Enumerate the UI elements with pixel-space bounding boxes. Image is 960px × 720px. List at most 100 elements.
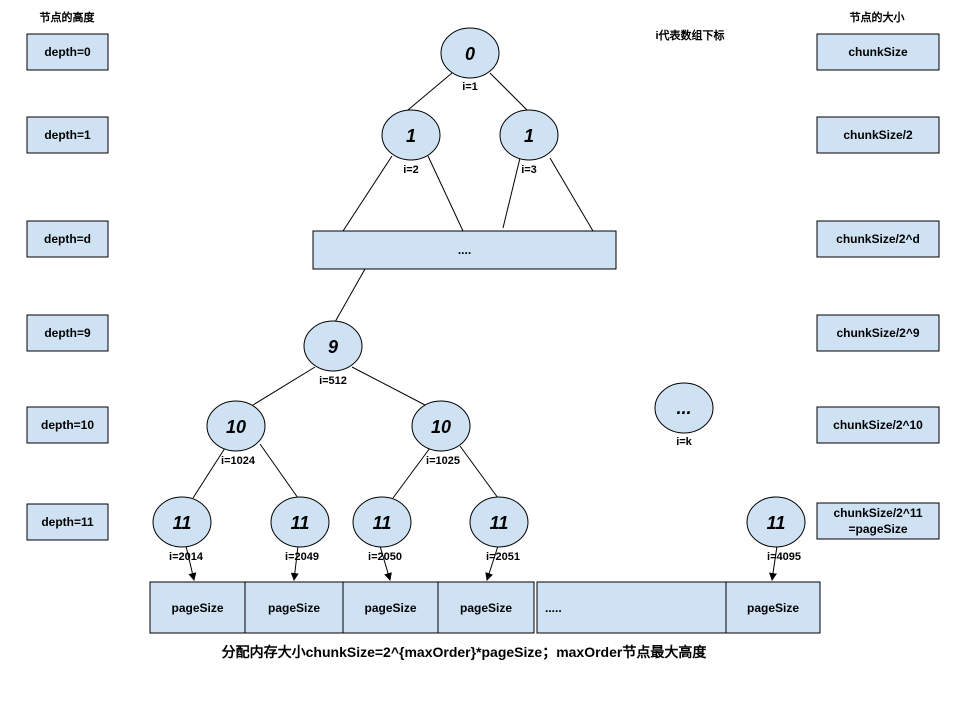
size-box [816, 220, 940, 258]
edge [427, 155, 464, 232]
edge [401, 72, 453, 116]
depth-box [26, 33, 109, 71]
depth-label: depth=10 [41, 418, 94, 432]
tree-node [270, 496, 330, 548]
right-header: 节点的大小 [850, 10, 905, 24]
edge [459, 445, 499, 499]
depth-box [26, 116, 109, 154]
node-index: i=1024 [221, 455, 256, 467]
node-index: i=2049 [285, 551, 319, 563]
size-column: chunkSize chunkSize/2 chunkSize/2^d chun… [816, 33, 940, 540]
edge [549, 157, 594, 232]
size-label: chunkSize/2^9 [836, 326, 919, 340]
node-index: i=1025 [426, 455, 460, 467]
size-box [816, 314, 940, 352]
depth-box [26, 220, 109, 258]
tree-node [352, 496, 412, 548]
edge [489, 72, 533, 116]
size-label: chunkSize/2^d [836, 232, 920, 246]
middle-box-label: .... [458, 243, 471, 257]
caption: 分配内存大小chunkSize=2^{maxOrder}*pageSize；ma… [222, 644, 708, 661]
size-box [816, 406, 940, 444]
node-value: 1 [524, 126, 534, 146]
edge [252, 366, 316, 406]
leaf-arrows [185, 545, 778, 581]
page-box [437, 581, 535, 634]
node-value: 10 [431, 417, 451, 437]
depth-label: depth=1 [44, 128, 91, 142]
tree-node [499, 109, 559, 161]
page-label: pageSize [460, 601, 512, 615]
edge [351, 366, 426, 406]
size-label-second-line: =pageSize [848, 522, 907, 536]
arrow [185, 545, 197, 581]
arrow [769, 545, 778, 581]
size-label: chunkSize/2^11 [833, 506, 922, 520]
edge [259, 443, 299, 499]
edge [502, 157, 521, 229]
size-label: chunkSize/2^10 [833, 418, 923, 432]
tree-node [381, 109, 441, 161]
center-header: i代表数组下标 [655, 28, 724, 42]
page-label: pageSize [268, 601, 320, 615]
tree-node [303, 320, 363, 372]
node-value: 1 [406, 126, 416, 146]
node-index: i=2051 [486, 551, 520, 563]
node-value: 11 [291, 513, 310, 533]
edge [192, 447, 226, 499]
node-value: 11 [173, 513, 192, 533]
node-index: i=2014 [169, 551, 204, 563]
node-index: i=2050 [368, 551, 402, 563]
node-value: 11 [767, 513, 786, 533]
edge [392, 447, 431, 499]
left-header: 节点的高度 [40, 10, 96, 24]
depth-label: depth=0 [44, 45, 91, 59]
tree-node [152, 496, 212, 548]
tree-node [206, 400, 266, 452]
tree-edges [192, 72, 594, 499]
node-index: i=4095 [767, 551, 801, 563]
node-value: 11 [373, 513, 392, 533]
arrow [485, 545, 499, 581]
tree-node [440, 27, 500, 79]
tree-node [746, 496, 806, 548]
size-box [816, 502, 940, 540]
node-index: i=512 [319, 375, 347, 387]
depth-label: depth=9 [44, 326, 91, 340]
arrow [379, 545, 392, 581]
node-index: i=1 [462, 81, 478, 93]
node-index: i=k [676, 436, 692, 448]
tree-node [654, 382, 714, 434]
node-index: i=3 [521, 164, 537, 176]
page-box [244, 581, 344, 634]
page-label: pageSize [747, 601, 799, 615]
depth-label: depth=11 [41, 515, 94, 529]
size-box [816, 33, 940, 71]
edge [334, 268, 366, 323]
depth-label: depth=d [44, 232, 91, 246]
page-label: pageSize [364, 601, 416, 615]
edge [342, 155, 393, 232]
node-value: 0 [465, 44, 475, 64]
middle-box [312, 230, 617, 270]
node-value: 11 [490, 513, 509, 533]
page-label: ..... [545, 601, 562, 615]
tree-node [411, 400, 471, 452]
arrow [290, 545, 299, 581]
page-box-ellipsis [536, 581, 727, 634]
tree-nodes: 0 i=1 1 i=2 1 i=3 9 i=512 10 i=1024 10 i… [152, 27, 806, 563]
depth-box [26, 406, 109, 444]
node-value: 10 [226, 417, 246, 437]
node-value: ... [676, 398, 691, 418]
node-index: i=2 [403, 164, 419, 176]
node-value: 9 [328, 337, 338, 357]
size-box [816, 116, 940, 154]
depth-box [26, 503, 109, 541]
page-box [149, 581, 246, 634]
tree-node [469, 496, 529, 548]
depth-column: depth=0 depth=1 depth=d depth=9 depth=10… [26, 33, 109, 541]
page-row: pageSize pageSize pageSize pageSize ....… [149, 581, 821, 634]
size-label: chunkSize/2 [843, 128, 913, 142]
